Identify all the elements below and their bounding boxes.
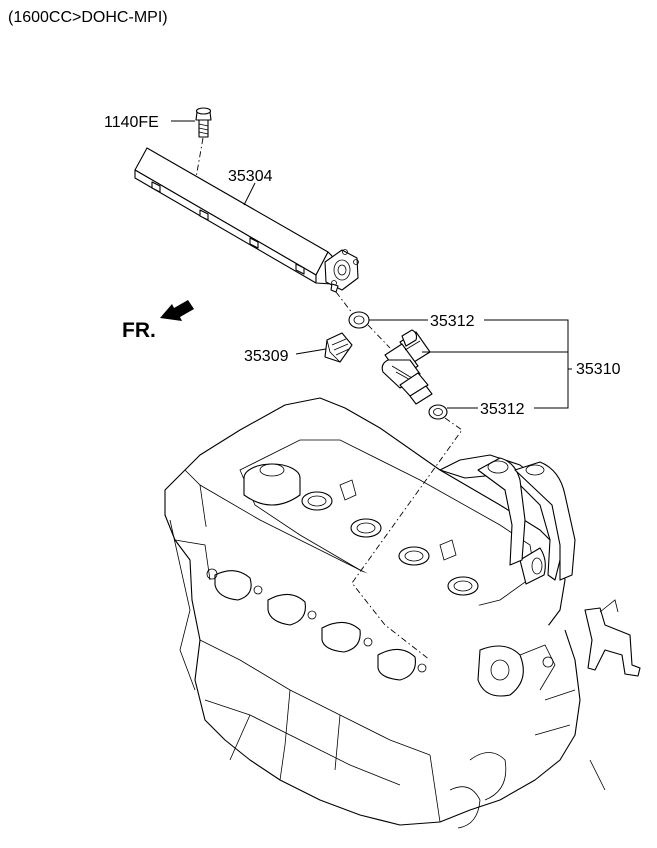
- header-note: (1600CC>DOHC-MPI): [8, 9, 168, 26]
- injector-35310: [381, 329, 433, 405]
- front-direction-indicator: FR.: [122, 300, 194, 342]
- part-number-o-ring-upper: 35312: [430, 313, 475, 330]
- o-ring-upper-35312: [348, 311, 370, 329]
- bolt-1140fe: [195, 107, 212, 138]
- assembly-center-lines: [195, 137, 463, 661]
- clip-35309: [324, 332, 353, 363]
- part-number-clip: 35309: [244, 348, 289, 365]
- part-number-bolt: 1140FE: [104, 114, 159, 131]
- fuel-rail-35304: [134, 147, 359, 293]
- engine-assembly: [164, 397, 641, 829]
- part-number-fuel-rail: 35304: [228, 168, 273, 185]
- o-ring-lower-35312: [428, 404, 448, 420]
- front-label: FR.: [122, 319, 156, 342]
- part-number-o-ring-lower: 35312: [480, 401, 525, 418]
- leader-lines: [171, 120, 572, 409]
- front-arrow-icon: [160, 300, 194, 321]
- part-number-injector-assy: 35310: [576, 361, 621, 378]
